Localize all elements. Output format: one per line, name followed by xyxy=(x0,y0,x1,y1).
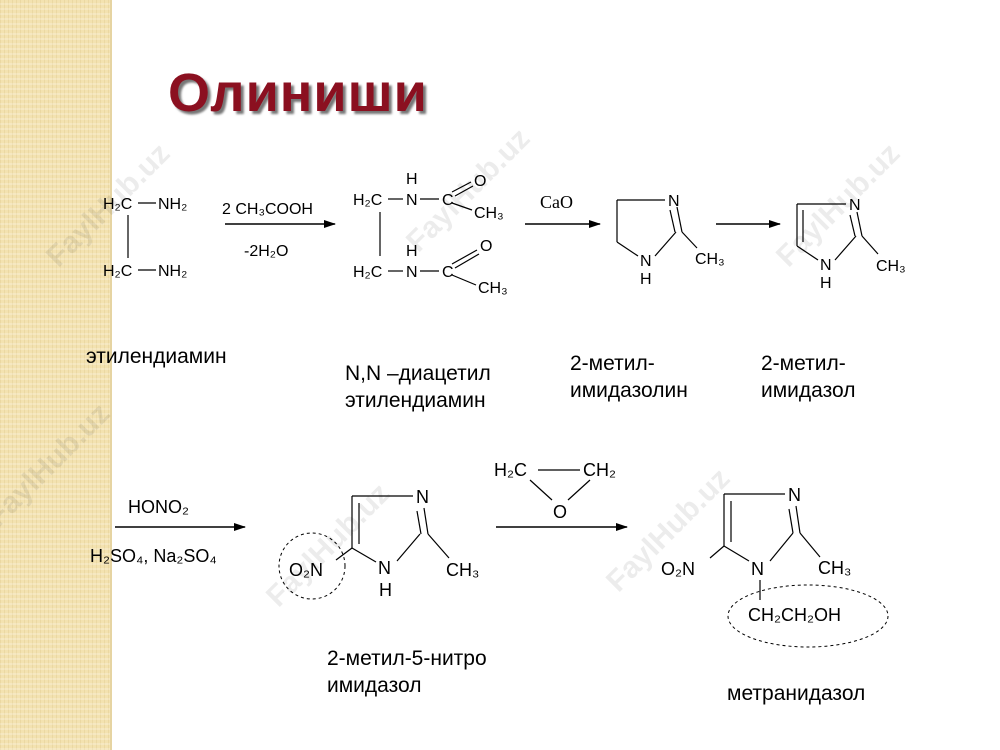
atom-label: CH₃ xyxy=(478,280,508,297)
atom-label: H₂C xyxy=(353,192,382,209)
caption-imidazole-line1: 2-метил- xyxy=(761,352,846,375)
atom-label: H₂C xyxy=(353,264,382,281)
atom-label: C xyxy=(442,264,454,281)
reagent-label: -2H₂O xyxy=(244,243,288,260)
bond xyxy=(795,505,801,534)
bond xyxy=(669,209,676,233)
atom-label: CH₃ xyxy=(695,251,725,268)
reagent-label: HONO₂ xyxy=(128,497,189,517)
imidazole-structure: N N H CH₃ xyxy=(796,197,906,292)
atom-label: N xyxy=(751,559,764,579)
bond xyxy=(454,253,480,269)
atom-label: O₂N xyxy=(289,560,323,580)
bond xyxy=(849,214,856,237)
atom-label: CH₃ xyxy=(474,205,504,222)
ethylene-oxide-structure: H₂C CH₂ O xyxy=(494,460,616,522)
diacetyl-ethylenediamine-structure: H₂C H N C O CH₃ H₂C H N C O CH₃ xyxy=(353,171,508,297)
bond xyxy=(788,508,794,534)
highlight-ellipse xyxy=(727,584,889,648)
bond xyxy=(451,202,473,211)
bond xyxy=(427,533,450,559)
atom-label: N xyxy=(820,257,832,274)
caption-imidazoline-line1: 2-метил- xyxy=(570,352,655,375)
caption-imidazoline-line2: имидазолин xyxy=(570,379,688,402)
atom-label: H₂C xyxy=(494,460,527,480)
atom-label: N xyxy=(406,192,418,209)
bond xyxy=(654,231,677,257)
atom-label: N xyxy=(849,197,861,214)
caption-diacetyl-line2: этилендиамин xyxy=(345,389,486,412)
bond xyxy=(567,479,591,501)
bond xyxy=(834,235,857,261)
atom-label: H₂C xyxy=(103,196,132,213)
atom-label: NH₂ xyxy=(158,263,187,280)
atom-label: N xyxy=(788,485,801,505)
atom-label: CH₃ xyxy=(446,560,479,580)
atom-label: CH₃ xyxy=(876,258,906,275)
atom-label: O xyxy=(480,238,492,255)
atom-label: H xyxy=(406,243,418,260)
slide-title: Олиниши xyxy=(168,63,428,123)
bond xyxy=(451,249,478,265)
strip-divider xyxy=(110,0,112,750)
nitroimidazole-structure: N N H CH₃ O₂N xyxy=(278,487,479,600)
atom-label: CH₃ xyxy=(818,558,851,578)
bond xyxy=(416,510,422,535)
bond xyxy=(799,532,821,558)
atom-label: H xyxy=(820,275,832,292)
atom-label: C xyxy=(442,192,454,209)
caption-imidazole-line2: имидазол xyxy=(761,379,856,402)
atom-label: N xyxy=(378,558,391,578)
caption-diacetyl-line1: N,N –диацетил xyxy=(345,362,491,385)
atom-label: H xyxy=(379,580,392,600)
atom-label: N xyxy=(640,253,652,270)
ethylenediamine-structure: H₂C NH₂ H₂C NH₂ xyxy=(103,196,187,280)
bond xyxy=(454,185,474,197)
caption-ethylenediamine: этилендиамин xyxy=(86,345,227,368)
atom-label: NH₂ xyxy=(158,196,187,213)
atom-label: H xyxy=(640,271,652,288)
bond xyxy=(529,479,553,501)
atom-label: CH₂CH₂OH xyxy=(748,605,841,625)
bond xyxy=(861,235,879,255)
bond xyxy=(423,507,429,535)
caption-nitro-line1: 2-метил-5-нитро xyxy=(327,647,487,670)
atom-label: N xyxy=(668,193,680,210)
bond xyxy=(616,241,639,257)
bond xyxy=(769,532,794,562)
metronidazole-structure: N N CH₃ O₂N CH₂CH₂OH xyxy=(661,485,889,648)
bond xyxy=(335,547,353,561)
bond xyxy=(796,245,819,261)
decorative-side-strip xyxy=(0,0,110,750)
reagent-label: H₂SO₄, Na₂SO₄ xyxy=(90,546,217,566)
atom-label: H₂C xyxy=(103,263,132,280)
caption-nitro-line2: имидазол xyxy=(327,674,422,697)
reagent-label: 2 CH₃COOH xyxy=(222,201,313,218)
reagent-label: CaO xyxy=(540,192,573,212)
bond xyxy=(709,545,725,559)
atom-label: O₂N xyxy=(661,559,695,579)
atom-label: O xyxy=(474,173,486,190)
highlight-circle xyxy=(278,532,346,600)
atom-label: H xyxy=(406,171,418,188)
atom-label: N xyxy=(416,487,429,507)
imidazoline-structure: N N H CH₃ xyxy=(616,193,725,288)
bond xyxy=(451,181,472,193)
caption-metronidazole: метранидазол xyxy=(727,682,866,705)
atom-label: O xyxy=(553,502,567,522)
bond xyxy=(856,211,863,237)
bond xyxy=(451,274,477,286)
bond xyxy=(681,231,698,249)
atom-label: CH₂ xyxy=(583,460,616,480)
bond xyxy=(676,206,683,233)
bond xyxy=(723,545,750,562)
bond xyxy=(396,533,421,562)
atom-label: N xyxy=(406,264,418,281)
bond xyxy=(351,547,377,563)
